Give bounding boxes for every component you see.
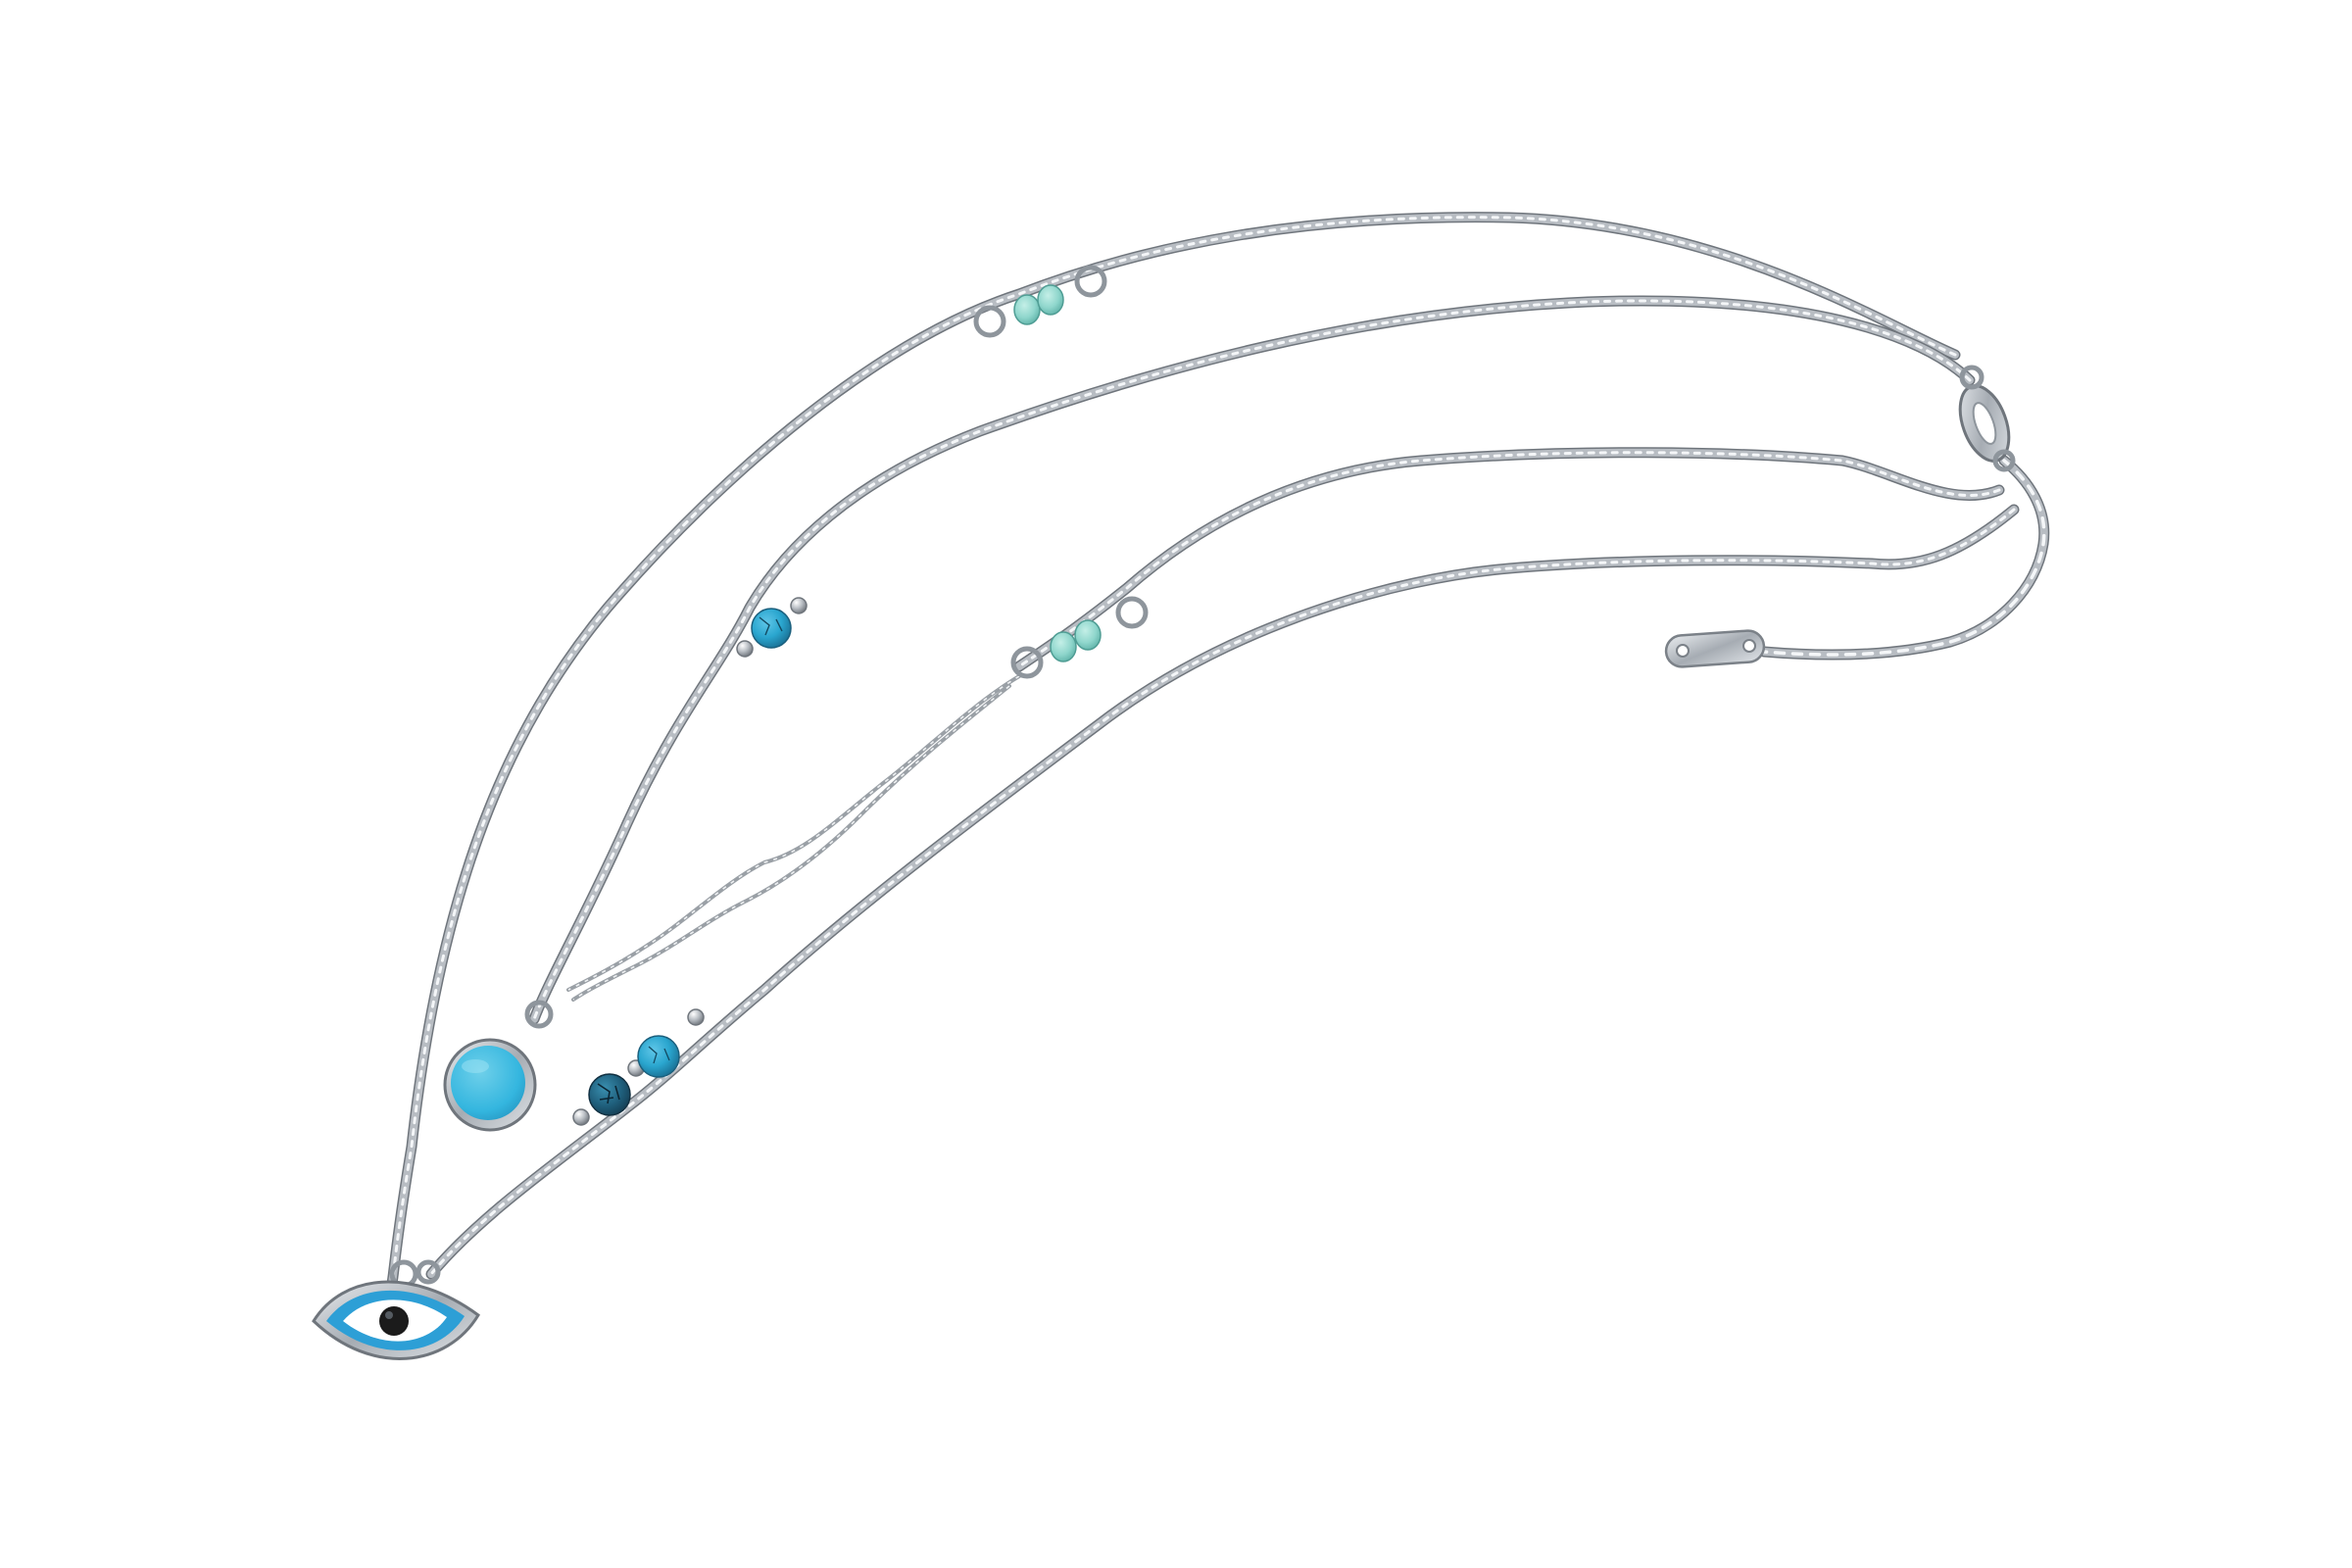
extender-chain	[1758, 455, 2050, 661]
round-disc-pendant	[443, 1000, 554, 1132]
turquoise-bead-upper	[736, 597, 808, 658]
strand-inner	[425, 504, 2020, 1280]
turquoise-beads-lower	[572, 1008, 705, 1126]
mint-beads-lower	[1010, 596, 1149, 679]
lobster-clasp	[1958, 365, 2016, 472]
evil-eye-pendant	[312, 1259, 480, 1360]
extender-tag	[1664, 629, 1766, 668]
strand-disc	[528, 295, 1976, 1025]
mint-beads-upper	[973, 265, 1107, 338]
strand-mint	[566, 447, 2005, 1002]
strand-outer	[386, 212, 1961, 1290]
